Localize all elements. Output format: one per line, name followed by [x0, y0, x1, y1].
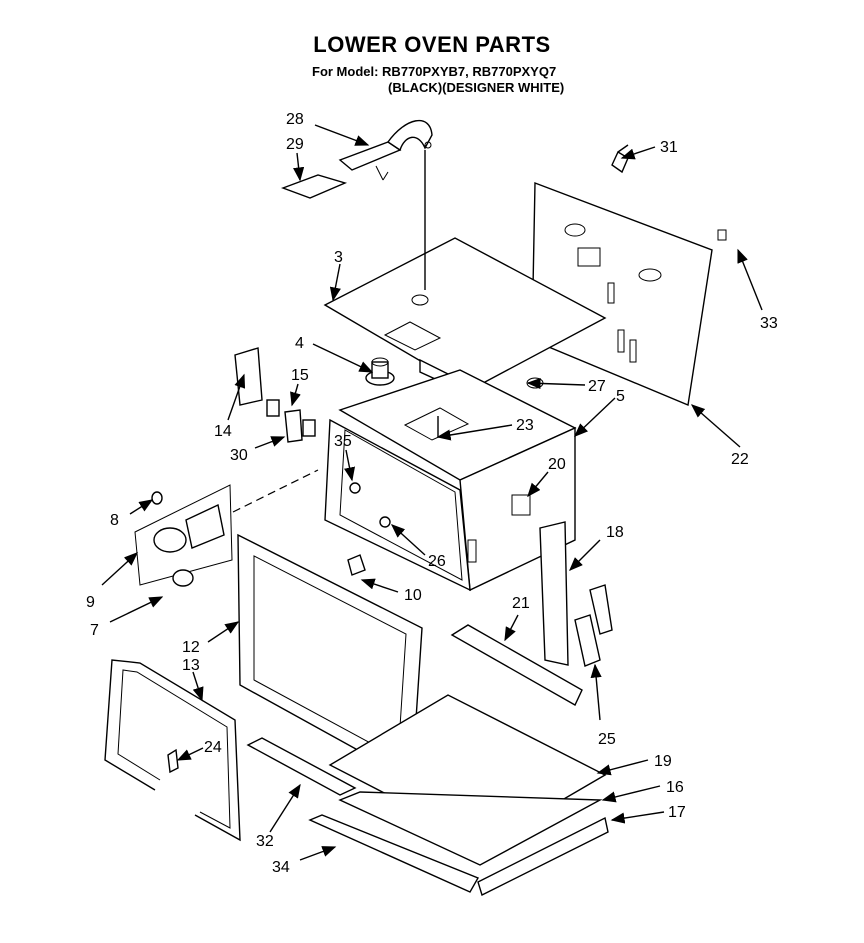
part-light-assembly — [134, 469, 319, 587]
part-gasket-inner — [117, 669, 231, 829]
callout-18: 18 — [606, 524, 624, 541]
part-clip-2 — [302, 419, 316, 437]
callout-16: 16 — [666, 779, 684, 796]
callout-24: 24 — [204, 739, 222, 756]
part-side-rail — [539, 521, 569, 666]
callout-5: 5 — [616, 388, 625, 405]
callout-15: 15 — [291, 367, 309, 384]
callout-22: 22 — [731, 451, 749, 468]
callout-35: 35 — [334, 433, 352, 450]
part-gasket — [104, 659, 241, 842]
callout-17: 17 — [668, 804, 686, 821]
page-title: LOWER OVEN PARTS — [313, 32, 551, 57]
part-hinge-arm — [589, 584, 613, 635]
leader-lines — [101, 124, 763, 861]
callout-21: 21 — [512, 595, 530, 612]
part-bottom-trim — [246, 737, 357, 796]
part-gasket-clip — [167, 748, 179, 774]
callout-26: 26 — [428, 553, 446, 570]
callout-34: 34 — [272, 859, 290, 876]
part-bottom-rail — [450, 624, 583, 706]
callout-30: 30 — [230, 447, 248, 464]
callout-29: 29 — [286, 136, 304, 153]
part-kick-plate — [477, 816, 609, 896]
callout-8: 8 — [110, 512, 119, 529]
callout-25: 25 — [598, 731, 616, 748]
callout-7: 7 — [90, 622, 99, 639]
callout-33: 33 — [760, 315, 778, 332]
callout-32: 32 — [256, 833, 274, 850]
callout-labels: 28 29 31 3 33 4 15 27 5 23 14 35 30 22 2… — [86, 111, 778, 876]
variant-line: (BLACK)(DESIGNER WHITE) — [388, 80, 565, 95]
callout-14: 14 — [214, 423, 232, 440]
part-bottom-tray — [338, 791, 603, 866]
part-oven-box — [324, 369, 577, 592]
callout-13: 13 — [182, 657, 200, 674]
part-vent-grille — [308, 814, 480, 893]
part-clip-10 — [347, 554, 366, 576]
callout-12: 12 — [182, 639, 200, 656]
callout-27: 27 — [588, 378, 606, 395]
callout-10: 10 — [404, 587, 422, 604]
part-hinge-receiver — [574, 614, 601, 667]
part-vent-duct — [338, 119, 433, 181]
part-side-bracket — [234, 347, 263, 406]
part-bracket-small — [611, 144, 629, 174]
part-thermostat — [365, 357, 395, 386]
callout-4: 4 — [295, 335, 304, 352]
callout-3: 3 — [334, 249, 343, 266]
part-clip — [266, 399, 280, 417]
model-line: For Model: RB770PXYB7, RB770PXYQ7 — [312, 64, 557, 79]
callout-28: 28 — [286, 111, 304, 128]
part-switch — [284, 409, 303, 443]
callout-19: 19 — [654, 753, 672, 770]
callout-23: 23 — [516, 417, 534, 434]
callout-9: 9 — [86, 594, 95, 611]
callout-20: 20 — [548, 456, 566, 473]
callout-31: 31 — [660, 139, 678, 156]
part-plate — [280, 174, 348, 199]
